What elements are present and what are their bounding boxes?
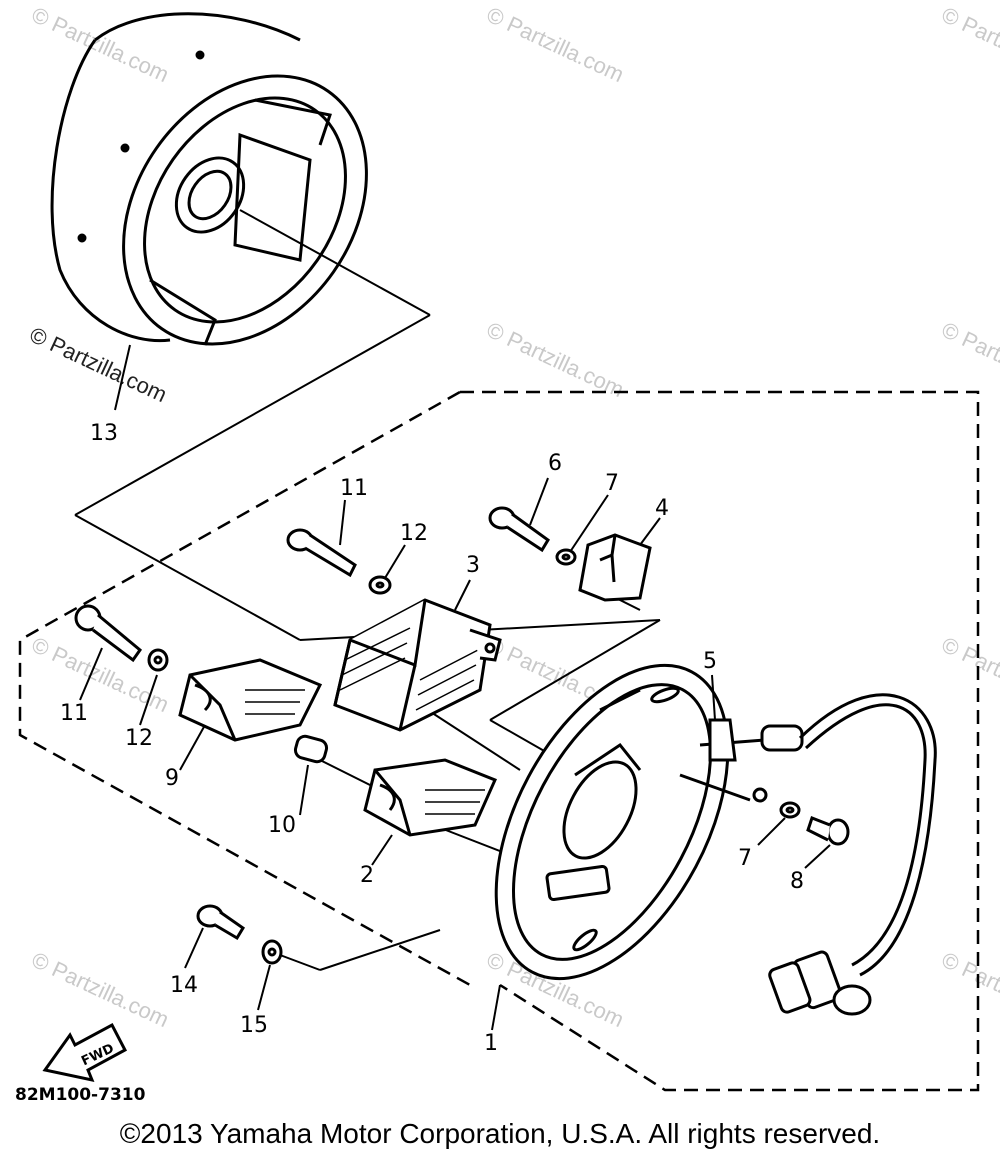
part-code: 82M100-7310: [15, 1085, 146, 1105]
charge-coil-2: [363, 758, 498, 837]
watermark: © Partzilla.com: [483, 2, 628, 87]
wire-harness: [679, 693, 937, 1016]
screw-11-lower: [74, 604, 143, 663]
collar-10: [293, 734, 329, 764]
callout-10: 10: [268, 813, 296, 838]
washer-12-upper: [368, 575, 392, 595]
watermark: © Partzilla.com: [483, 317, 628, 402]
callout-7-lower: 7: [738, 846, 752, 871]
callout-12-upper: 12: [400, 521, 428, 546]
washer-7-upper: [555, 548, 577, 566]
callout-2: 2: [360, 863, 374, 888]
callout-13: 13: [90, 421, 118, 446]
callout-4: 4: [655, 496, 669, 521]
watermark: © Partzilla.com: [938, 947, 1000, 1032]
flywheel-rotor: [50, 12, 431, 516]
callout-11-upper: 11: [340, 476, 368, 501]
watermark-prominent: © Partzilla.com: [26, 322, 171, 407]
callout-11-lower: 11: [60, 701, 88, 726]
screw-14: [196, 904, 246, 941]
callout-leaders: [79, 477, 831, 1031]
callout-labels: 1 2 3 4 5 6 7 7 8 9 10 11 11 12 12 13 14…: [60, 421, 804, 1056]
callout-7-upper: 7: [605, 471, 619, 496]
callout-3: 3: [466, 553, 480, 578]
assembly-outline: [18, 390, 980, 1092]
charge-coil-9: [178, 658, 323, 742]
ignition-coil-3: [333, 598, 502, 732]
callout-1: 1: [484, 1031, 498, 1056]
callout-14: 14: [170, 973, 198, 998]
watermark: © Partzilla.com: [28, 2, 173, 87]
watermark: © Partzilla.com: [938, 2, 1000, 87]
fwd-arrow: FWD: [42, 1022, 128, 1083]
stator-base-plate: [494, 663, 730, 981]
watermark: © Partzilla.com: [28, 947, 173, 1032]
callout-15: 15: [240, 1013, 268, 1038]
watermark: © Partzilla.com: [938, 632, 1000, 717]
callout-6: 6: [548, 451, 562, 476]
watermark: © Partzilla.com: [938, 317, 1000, 402]
callout-5: 5: [703, 649, 717, 674]
copyright-notice: ©2013 Yamaha Motor Corporation, U.S.A. A…: [119, 1118, 881, 1149]
callout-9: 9: [165, 766, 179, 791]
screw-6: [488, 506, 550, 553]
watermark: © Partzilla.com: [28, 632, 173, 717]
callout-8: 8: [790, 869, 804, 894]
callout-12-lower: 12: [125, 726, 153, 751]
washer-7-lower: [779, 801, 801, 819]
screw-11-upper: [286, 528, 357, 578]
screw-8: [806, 816, 850, 846]
washer-12-lower: [147, 648, 169, 672]
screws-and-washers: [74, 506, 850, 965]
washer-15: [261, 939, 283, 965]
pickup-coil-4: [578, 533, 652, 602]
